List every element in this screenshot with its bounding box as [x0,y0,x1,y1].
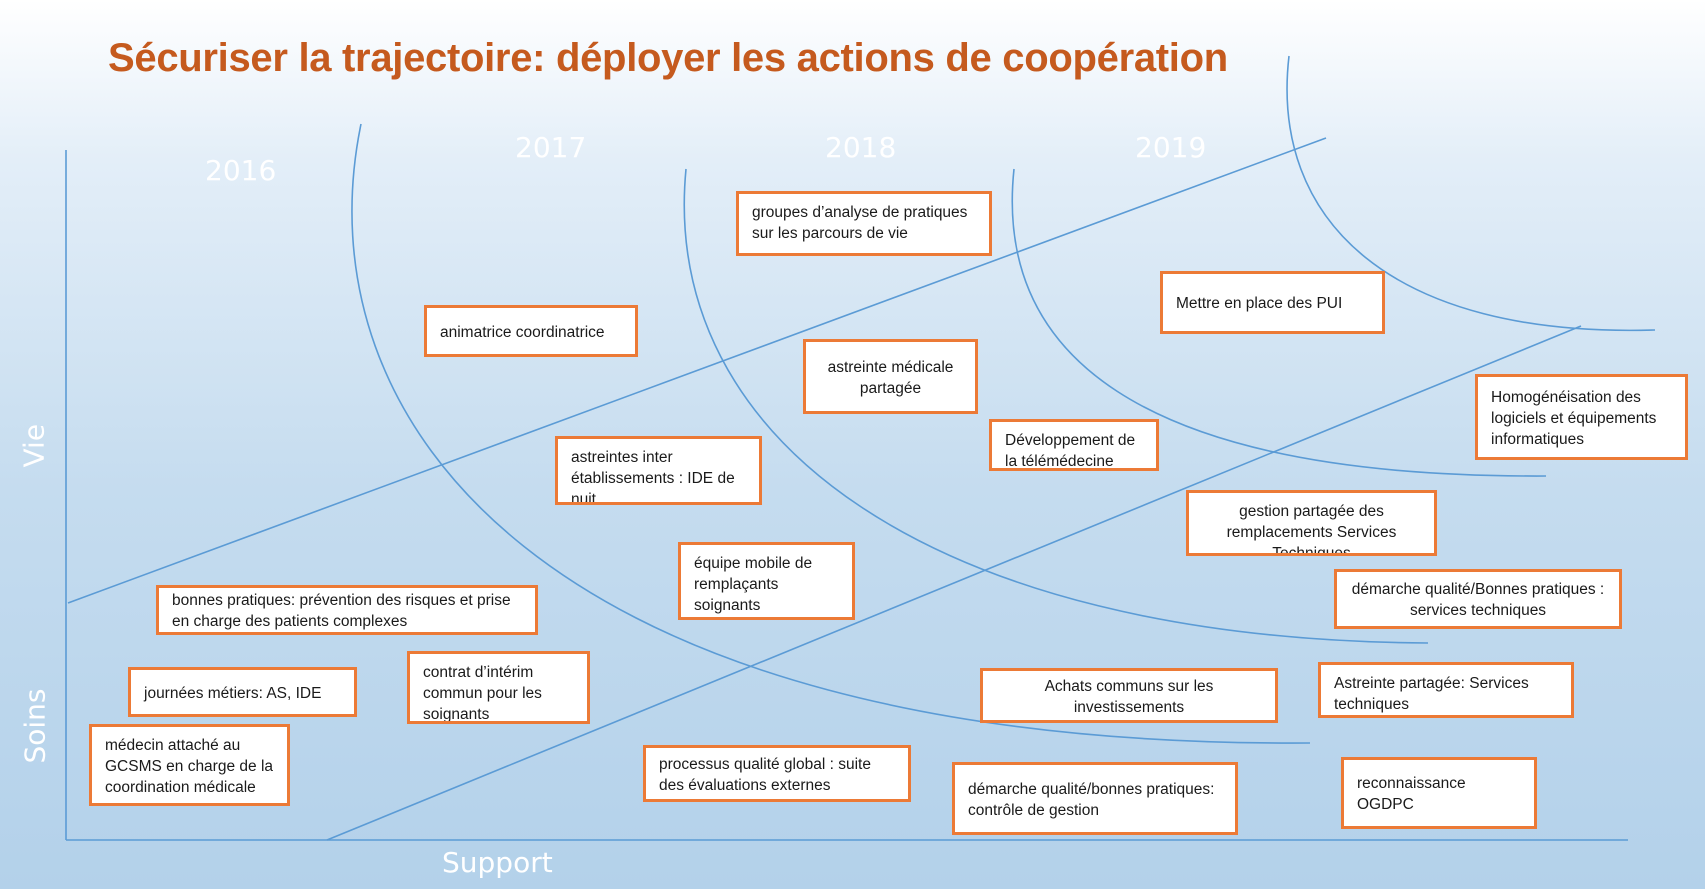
axis-label-vie: Vie [17,423,51,468]
arc-2016-2017 [351,123,1311,744]
box-equipe-mobile: équipe mobile de remplaçants soignants [678,542,855,620]
box-homogeneisation: Homogénéisation des logiciels et équipem… [1475,374,1688,460]
year-label-2016: 2016 [205,154,277,187]
box-contrat-interim: contrat d’intérim commun pour les soigna… [407,651,590,724]
box-demarche-st: démarche qualité/Bonnes pratiques : serv… [1334,569,1622,629]
year-label-2019: 2019 [1135,131,1207,164]
box-telemedecine: Développement de la télémédecine [989,419,1159,471]
arc-2019-beyond [1286,55,1656,332]
year-label-2018: 2018 [825,131,897,164]
axis-label-support: Support [442,846,553,879]
box-medecin-attache: médecin attaché au GCSMS en charge de la… [89,724,290,806]
year-label-2017: 2017 [515,131,587,164]
box-achats-communs: Achats communs sur les investissements [980,668,1278,723]
box-reconnaissance: reconnaissance OGDPC [1341,757,1537,829]
box-processus-qualite: processus qualité global : suite des éva… [643,745,911,802]
box-astreinte-medicale: astreinte médicale partagée [803,339,978,414]
box-journees-metiers: journées métiers: AS, IDE [128,667,357,717]
arc-2017-2018 [683,168,1429,644]
box-astreinte-st: Astreinte partagée: Services techniques [1318,662,1574,718]
arc-2018-2019 [1011,168,1547,477]
diagonal-vie-line [67,137,1327,604]
box-bonnes-pratiques: bonnes pratiques: prévention des risques… [156,585,538,635]
box-groupes-analyse: groupes d’analyse de pratiques sur les p… [736,191,992,256]
box-gestion-remplacements: gestion partagée des remplacements Servi… [1186,490,1437,556]
box-demarche-gestion: démarche qualité/bonnes pratiques: contr… [952,762,1238,835]
page-title: Sécuriser la trajectoire: déployer les a… [108,36,1228,80]
axis-label-soins: Soins [18,688,52,764]
box-mettre-pui: Mettre en place des PUI [1160,271,1385,334]
box-astreintes-inter: astreintes inter établissements : IDE de… [555,436,762,505]
box-animatrice: animatrice coordinatrice [424,305,638,357]
diagonal-soins-line [326,325,1582,841]
